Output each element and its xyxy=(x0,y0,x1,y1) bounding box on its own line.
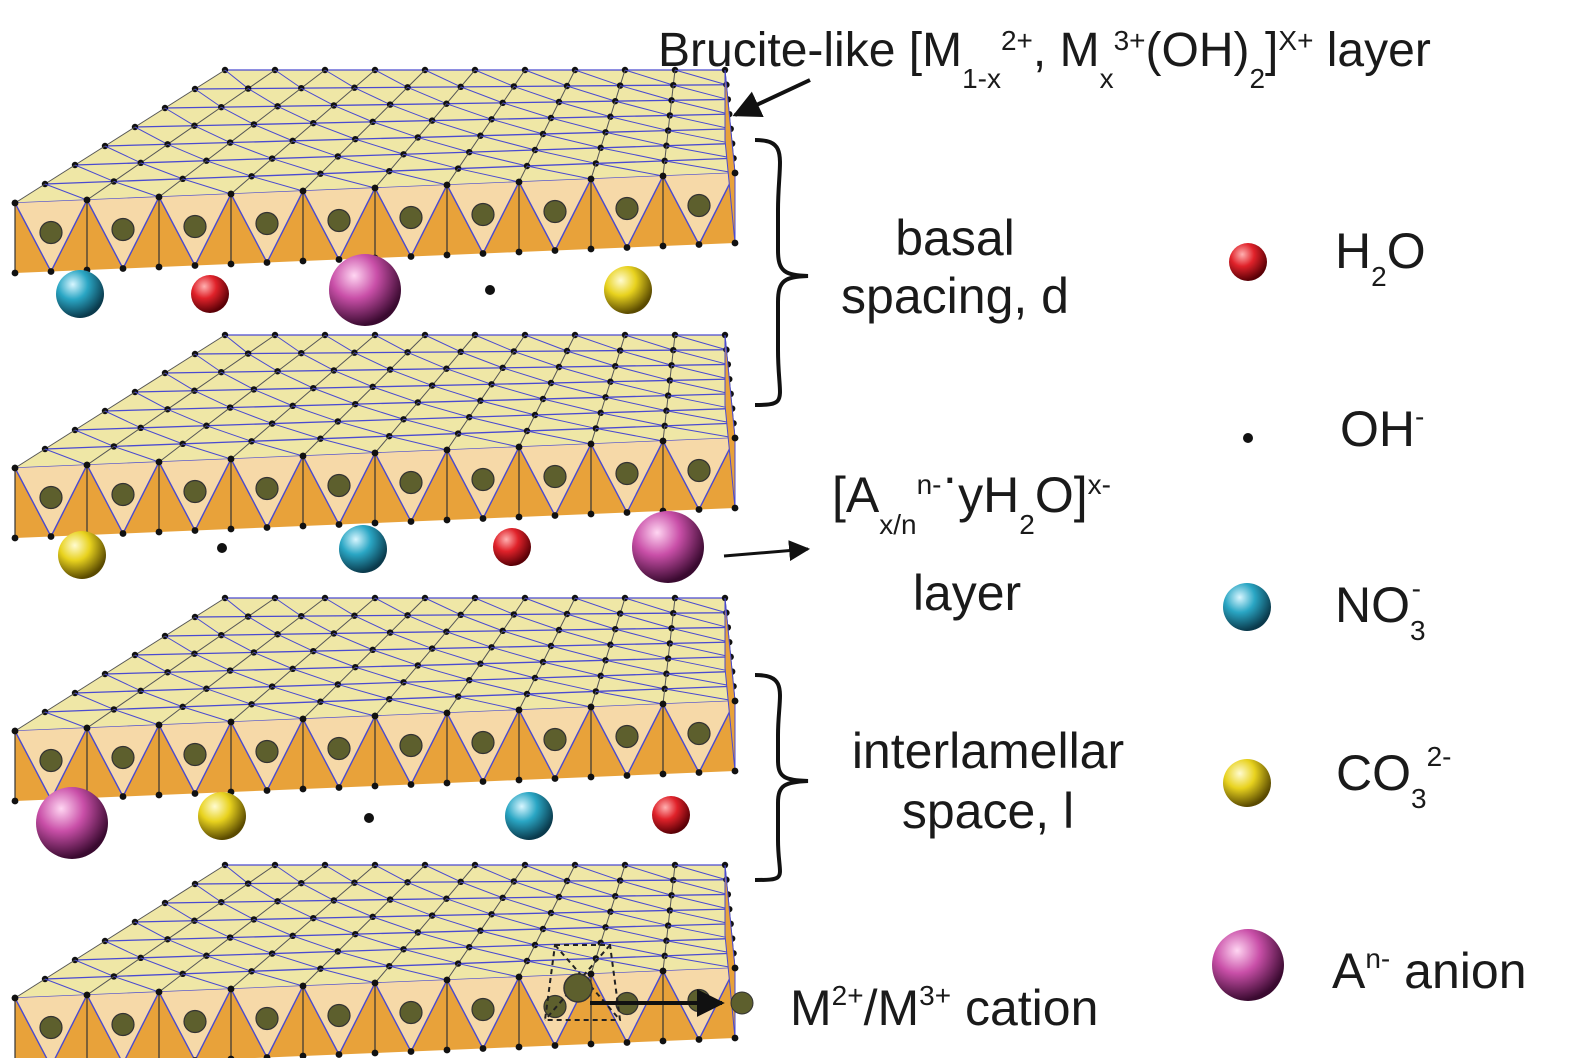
cation-site xyxy=(471,467,495,492)
svg-text:CO32-: CO32- xyxy=(1336,741,1451,814)
cation-site xyxy=(543,199,567,224)
legend-item-co3: CO32- xyxy=(1223,741,1451,814)
cation-dot xyxy=(730,991,754,1015)
cation-site xyxy=(111,1012,135,1037)
brucite-slab xyxy=(11,594,739,805)
brucite-slab xyxy=(11,66,739,277)
water-sphere xyxy=(652,796,690,834)
nitrate-sphere xyxy=(56,270,104,318)
carbonate-sphere xyxy=(198,792,246,840)
cation-site xyxy=(471,730,495,755)
interlayer-species xyxy=(36,254,704,859)
legend: H2O OH- NO3- CO32- An- anion xyxy=(1212,223,1527,1001)
cation-site xyxy=(183,479,207,504)
basal-spacing-brace xyxy=(754,138,809,407)
water-sphere xyxy=(191,275,229,313)
legend-hydroxide-dot xyxy=(1243,433,1253,443)
cation-site xyxy=(255,739,279,764)
cation-site xyxy=(39,1015,63,1040)
cation-site xyxy=(39,220,63,245)
cation-site xyxy=(471,202,495,227)
cation-site xyxy=(399,1000,423,1025)
legend-item-h2o: H2O xyxy=(1229,223,1426,292)
cation-site xyxy=(543,727,567,752)
svg-text:OH-: OH- xyxy=(1340,401,1424,457)
interlamellar-label-line1: interlamellar xyxy=(852,723,1124,779)
svg-text:An- anion: An- anion xyxy=(1332,943,1527,999)
nitrate-sphere xyxy=(339,525,387,573)
hydroxide-dot xyxy=(364,813,374,823)
interlamellar-brace xyxy=(754,673,809,882)
hydroxide-dot xyxy=(485,285,495,295)
legend-item-oh: OH- xyxy=(1243,401,1424,457)
cation-site xyxy=(327,736,351,761)
cation-site xyxy=(183,1009,207,1034)
basal-spacing-label-line1: basal xyxy=(895,210,1015,266)
hydroxide-dot xyxy=(217,543,227,553)
cation-site xyxy=(615,724,639,749)
highlighted-octahedron xyxy=(543,944,622,1021)
cation-site xyxy=(399,205,423,230)
cation-site xyxy=(687,988,711,1013)
cation-label: M2+/M3+ cation xyxy=(790,980,1098,1036)
legend-anion-sphere xyxy=(1212,929,1284,1001)
brucite-slab xyxy=(11,331,739,542)
svg-text:H2O: H2O xyxy=(1335,223,1426,292)
legend-carbonate-sphere xyxy=(1223,759,1271,807)
cation-site xyxy=(327,1003,351,1028)
anion-layer-formula: [Ax/nn-·yH2O]x- xyxy=(832,449,1111,540)
brucite-slab xyxy=(11,861,739,1058)
anion-layer-arrow xyxy=(723,540,811,562)
brucite-layer-label: Brucite-like [M1-x2+, Mx3+(OH)2]X+ layer xyxy=(658,24,1431,94)
legend-item-anion: An- anion xyxy=(1212,929,1527,1001)
cation-site xyxy=(687,458,711,483)
cation-site xyxy=(255,211,279,236)
cation-site xyxy=(183,742,207,767)
basal-spacing-label-line2: spacing, d xyxy=(841,268,1069,324)
anion-sphere xyxy=(632,511,704,583)
carbonate-sphere xyxy=(604,266,652,314)
cation-site xyxy=(39,748,63,773)
cation-site xyxy=(255,1006,279,1031)
cation-site xyxy=(255,476,279,501)
cation-site xyxy=(327,208,351,233)
cation-site xyxy=(111,482,135,507)
cation-site xyxy=(111,745,135,770)
anion-sphere xyxy=(36,787,108,859)
legend-item-no3: NO3- xyxy=(1223,573,1426,646)
cation-site xyxy=(111,217,135,242)
cation-site xyxy=(615,461,639,486)
anion-layer-label-line2: layer xyxy=(913,565,1021,621)
cation-site xyxy=(615,196,639,221)
cation-site xyxy=(471,997,495,1022)
cation-site xyxy=(39,485,63,510)
carbonate-sphere xyxy=(58,531,106,579)
nitrate-sphere xyxy=(505,792,553,840)
cation-site xyxy=(327,473,351,498)
legend-water-sphere xyxy=(1229,243,1267,281)
cation-site xyxy=(183,214,207,239)
legend-nitrate-sphere xyxy=(1223,583,1271,631)
cation-site xyxy=(687,193,711,218)
brucite-layer-arrow xyxy=(732,78,811,118)
svg-text:NO3-: NO3- xyxy=(1335,573,1426,646)
interlamellar-label-line2: space, l xyxy=(902,783,1074,839)
anion-sphere xyxy=(329,254,401,326)
cation-site xyxy=(687,721,711,746)
brucite-layers xyxy=(11,66,739,1058)
water-sphere xyxy=(493,528,531,566)
cation-site xyxy=(399,733,423,758)
cation-site xyxy=(543,464,567,489)
cation-site xyxy=(399,470,423,495)
